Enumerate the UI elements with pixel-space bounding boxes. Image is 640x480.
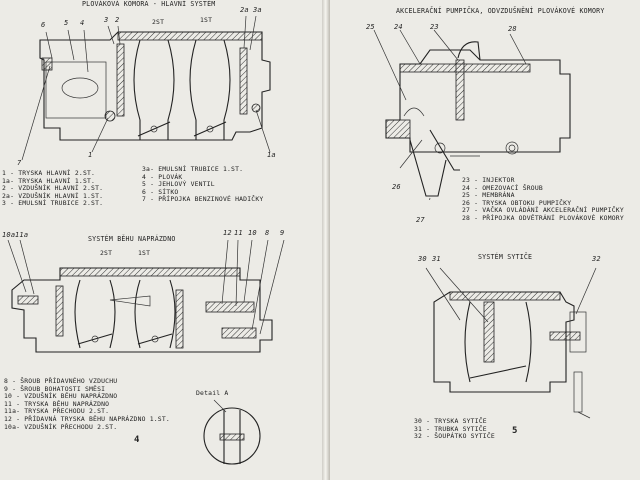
legend-item: 30 - TRYSKA SYTIČE — [414, 417, 487, 425]
idle-system-title: SYSTÉM BĚHU NAPRÁZDNO — [88, 235, 176, 243]
legend-item: 1 - TRYSKA HLAVNÍ 2.ST. — [2, 169, 96, 177]
legend-item: 24 - OMEZOVACÍ ŠROUB — [462, 183, 543, 192]
legend-item: 4 - PLOVÁK — [142, 172, 183, 181]
label-2st: 2ST — [152, 18, 165, 26]
legend-item: 11 - TRYSKA BĚHU NAPRÁZDNO — [4, 399, 110, 408]
label-3: 3 — [104, 16, 109, 24]
label-12: 12 — [223, 229, 232, 237]
label-4: 4 — [80, 19, 85, 27]
label-28: 28 — [508, 25, 517, 33]
legend-item: 7 - PŘÍPOJKA BENZINOVÉ HADIČKY — [142, 195, 264, 204]
legend-item: 2a- VZDUŠNÍK HLAVNÍ 1.ST. — [2, 191, 104, 200]
legend-item: 25 - MEMBRÁNA — [462, 191, 515, 200]
label-3a: 3a — [253, 6, 262, 14]
legend-item: 1a- TRYSKA HLAVNÍ 1.ST. — [2, 176, 96, 185]
label-26: 26 — [392, 183, 401, 191]
legend-float-chamber-a: 1 - TRYSKA HLAVNÍ 2.ST. 1a- TRYSKA HLAVN… — [2, 169, 104, 208]
legend-item: 32 - ŠOUPÁTKO SYTIČE — [414, 432, 495, 441]
label-8: 8 — [265, 229, 270, 237]
label-1: 1 — [88, 151, 93, 159]
float-chamber-diagram — [21, 15, 271, 161]
legend-item: 27 - VAČKA OVLÁDÁNÍ AKCELERAČNÍ PUMPIČKY — [462, 206, 624, 215]
label-10a: 10a — [2, 231, 16, 239]
idle-system-diagram — [7, 240, 285, 465]
legend-idle-system: 8 - ŠROUB PŘÍDAVNÉHO VZDUCHU 9 - ŠROUB B… — [4, 377, 170, 431]
label-detail-a: Detail A — [196, 389, 229, 397]
legend-item: 10 - VZDUŠNÍK BĚHU NAPRÁZDNO — [4, 392, 118, 401]
page-number-right: 5 — [512, 426, 518, 436]
legend-accelerator-pump: 23 - INJEKTOR 24 - OMEZOVACÍ ŠROUB 25 - … — [462, 176, 624, 223]
label-9: 9 — [280, 229, 285, 237]
legend-item: 5 - JEHLOVÝ VENTIL — [142, 180, 215, 189]
label-23: 23 — [430, 23, 439, 31]
legend-item: 10a- VZDUŠNÍK PŘECHODU 2.ST. — [4, 422, 118, 431]
accelerator-pump-diagram — [373, 29, 571, 200]
legend-item: 2 - VZDUŠNÍK HLAVNÍ 2.ST. — [2, 184, 104, 193]
left-page: PLOVÁKOVÁ KOMORA - HLAVNÍ SYSTÉM — [0, 0, 322, 480]
label-7: 7 — [17, 159, 22, 167]
legend-item: 8 - ŠROUB PŘÍDAVNÉHO VZDUCHU — [4, 377, 118, 385]
legend-item: 12 - PŘÍDAVNÁ TRYSKA BĚHU NAPRÁZDNO 1.ST… — [4, 414, 170, 423]
label-1a: 1a — [267, 151, 276, 159]
left-page-header: PLOVÁKOVÁ KOMORA - HLAVNÍ SYSTÉM — [82, 0, 216, 8]
label-2a: 2a — [240, 6, 249, 14]
label-31: 31 — [432, 255, 441, 263]
label-25: 25 — [366, 23, 375, 31]
label-2st-idle: 2ST — [100, 249, 113, 257]
label-1st: 1ST — [200, 16, 213, 24]
label-24: 24 — [394, 23, 403, 31]
legend-item: 31 - TRUBKA SYTIČE — [414, 424, 487, 433]
label-10: 10 — [248, 229, 257, 237]
choke-system-title: SYSTÉM SYTIČE — [478, 253, 533, 261]
label-32: 32 — [592, 255, 601, 263]
legend-item: 11a- TRYSKA PŘECHODU 2.ST. — [4, 407, 110, 416]
legend-choke-system: 30 - TRYSKA SYTIČE 31 - TRUBKA SYTIČE 32… — [414, 417, 495, 441]
legend-item: 26 - TRYSKA OBTOKU PUMPIČKY — [462, 198, 572, 207]
legend-item: 3a- EMULSNÍ TRUBICE 1.ST. — [142, 165, 244, 173]
right-page-header: AKCELERAČNÍ PUMPIČKA, ODVZDUŠNĚNÍ PLOVÁK… — [396, 7, 605, 15]
label-11a: 11a — [15, 231, 29, 239]
legend-float-chamber-b: 3a- EMULSNÍ TRUBICE 1.ST. 4 - PLOVÁK 5 -… — [142, 165, 264, 204]
choke-system-diagram — [425, 267, 597, 419]
label-27: 27 — [416, 216, 425, 224]
legend-item: 3 - EMULSNÍ TRUBICE 2.ST. — [2, 199, 104, 208]
book-gutter — [322, 0, 330, 480]
label-6: 6 — [41, 21, 46, 29]
label-1st-idle: 1ST — [138, 249, 151, 257]
legend-item: 6 - SÍTKO — [142, 187, 179, 196]
label-2: 2 — [115, 16, 120, 24]
label-11: 11 — [234, 229, 243, 237]
legend-item: 9 - ŠROUB BOHATOSTI SMĚSI — [4, 384, 106, 393]
page-number-left: 4 — [134, 435, 140, 445]
label-30: 30 — [418, 255, 427, 263]
label-5: 5 — [64, 19, 69, 27]
right-page: AKCELERAČNÍ PUMPIČKA, ODVZDUŠNĚNÍ PLOVÁK… — [330, 0, 640, 480]
legend-item: 28 - PŘÍPOJKA ODVĚTRÁNÍ PLOVÁKOVÉ KOMORY — [462, 213, 624, 222]
legend-item: 23 - INJEKTOR — [462, 176, 515, 184]
